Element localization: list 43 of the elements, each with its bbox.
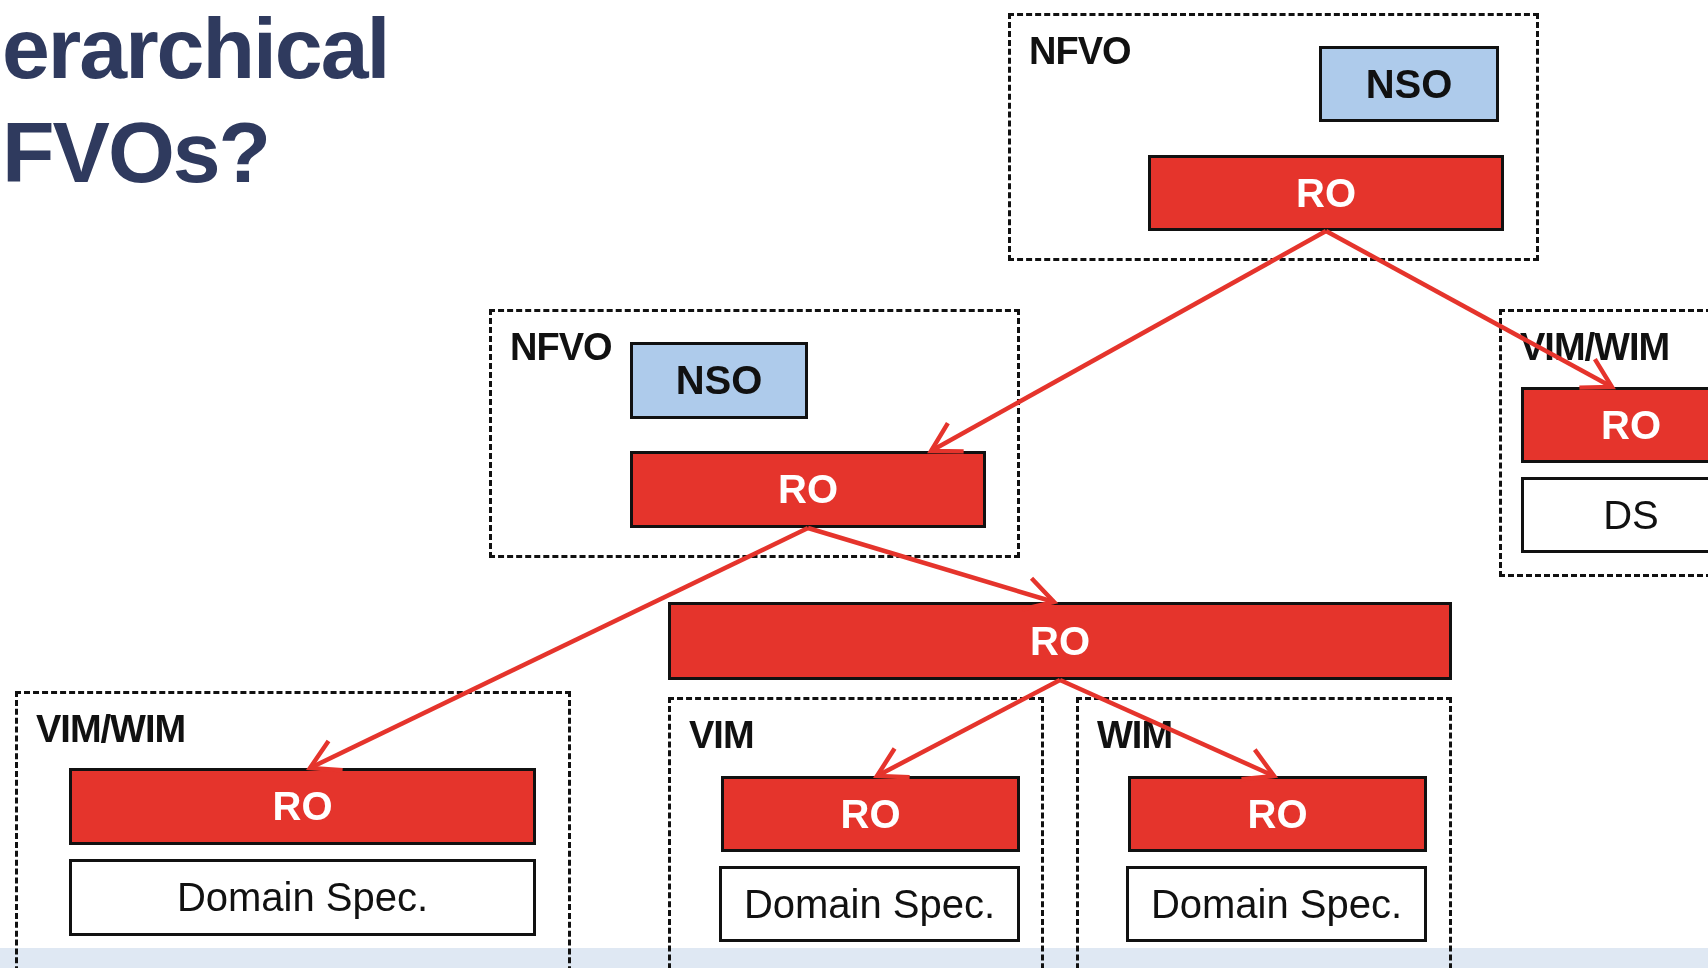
dashed-group-box: [1076, 697, 1452, 968]
dashed-group-box: [489, 309, 1020, 558]
group-label: VIM: [689, 714, 754, 757]
box-label: RO: [1030, 618, 1090, 664]
ro-box: [630, 451, 986, 528]
arrow: [874, 678, 1062, 780]
ro-box: [1148, 155, 1504, 231]
nso-box: [630, 342, 808, 419]
box-label: NSO: [1365, 61, 1453, 107]
dashed-group-box: [668, 697, 1044, 968]
box-label: Domain Spec.: [1150, 881, 1403, 927]
slide-title: erarchical FVOs?: [2, 0, 390, 202]
dashed-group-box: [15, 691, 571, 968]
ro-box: [668, 602, 1452, 680]
box-label: RO: [272, 784, 333, 829]
group-label: WIM: [1097, 714, 1173, 757]
ro-box: [1128, 776, 1427, 852]
box-label: RO: [1601, 402, 1661, 448]
arrow: [1059, 677, 1277, 782]
arrow: [928, 229, 1328, 454]
dashed-group-box: [1008, 13, 1539, 261]
box-label: Domain Spec.: [743, 881, 996, 927]
ro-box: [1521, 387, 1708, 463]
box-label: DS: [1603, 492, 1659, 538]
group-label: NFVO: [1029, 30, 1131, 73]
box-label: NSO: [675, 358, 763, 403]
ro-box: [721, 776, 1020, 852]
box-label: RO: [1247, 791, 1308, 837]
dashed-group-box: [1499, 309, 1708, 577]
box-label: Domain Spec.: [176, 875, 429, 920]
box-label: RO: [1296, 170, 1356, 216]
ro-box: [69, 768, 536, 845]
nso-box: [1319, 46, 1499, 122]
arrow: [1324, 229, 1615, 390]
group-label: VIM/WIM: [36, 708, 186, 751]
domain-box: [719, 866, 1020, 942]
arrow: [307, 525, 809, 773]
box-label: RO: [840, 791, 901, 837]
box-label: RO: [778, 467, 838, 512]
domain-box: [1521, 477, 1708, 553]
domain-box: [69, 859, 536, 936]
group-label: NFVO: [510, 326, 612, 369]
domain-box: [1126, 866, 1427, 942]
